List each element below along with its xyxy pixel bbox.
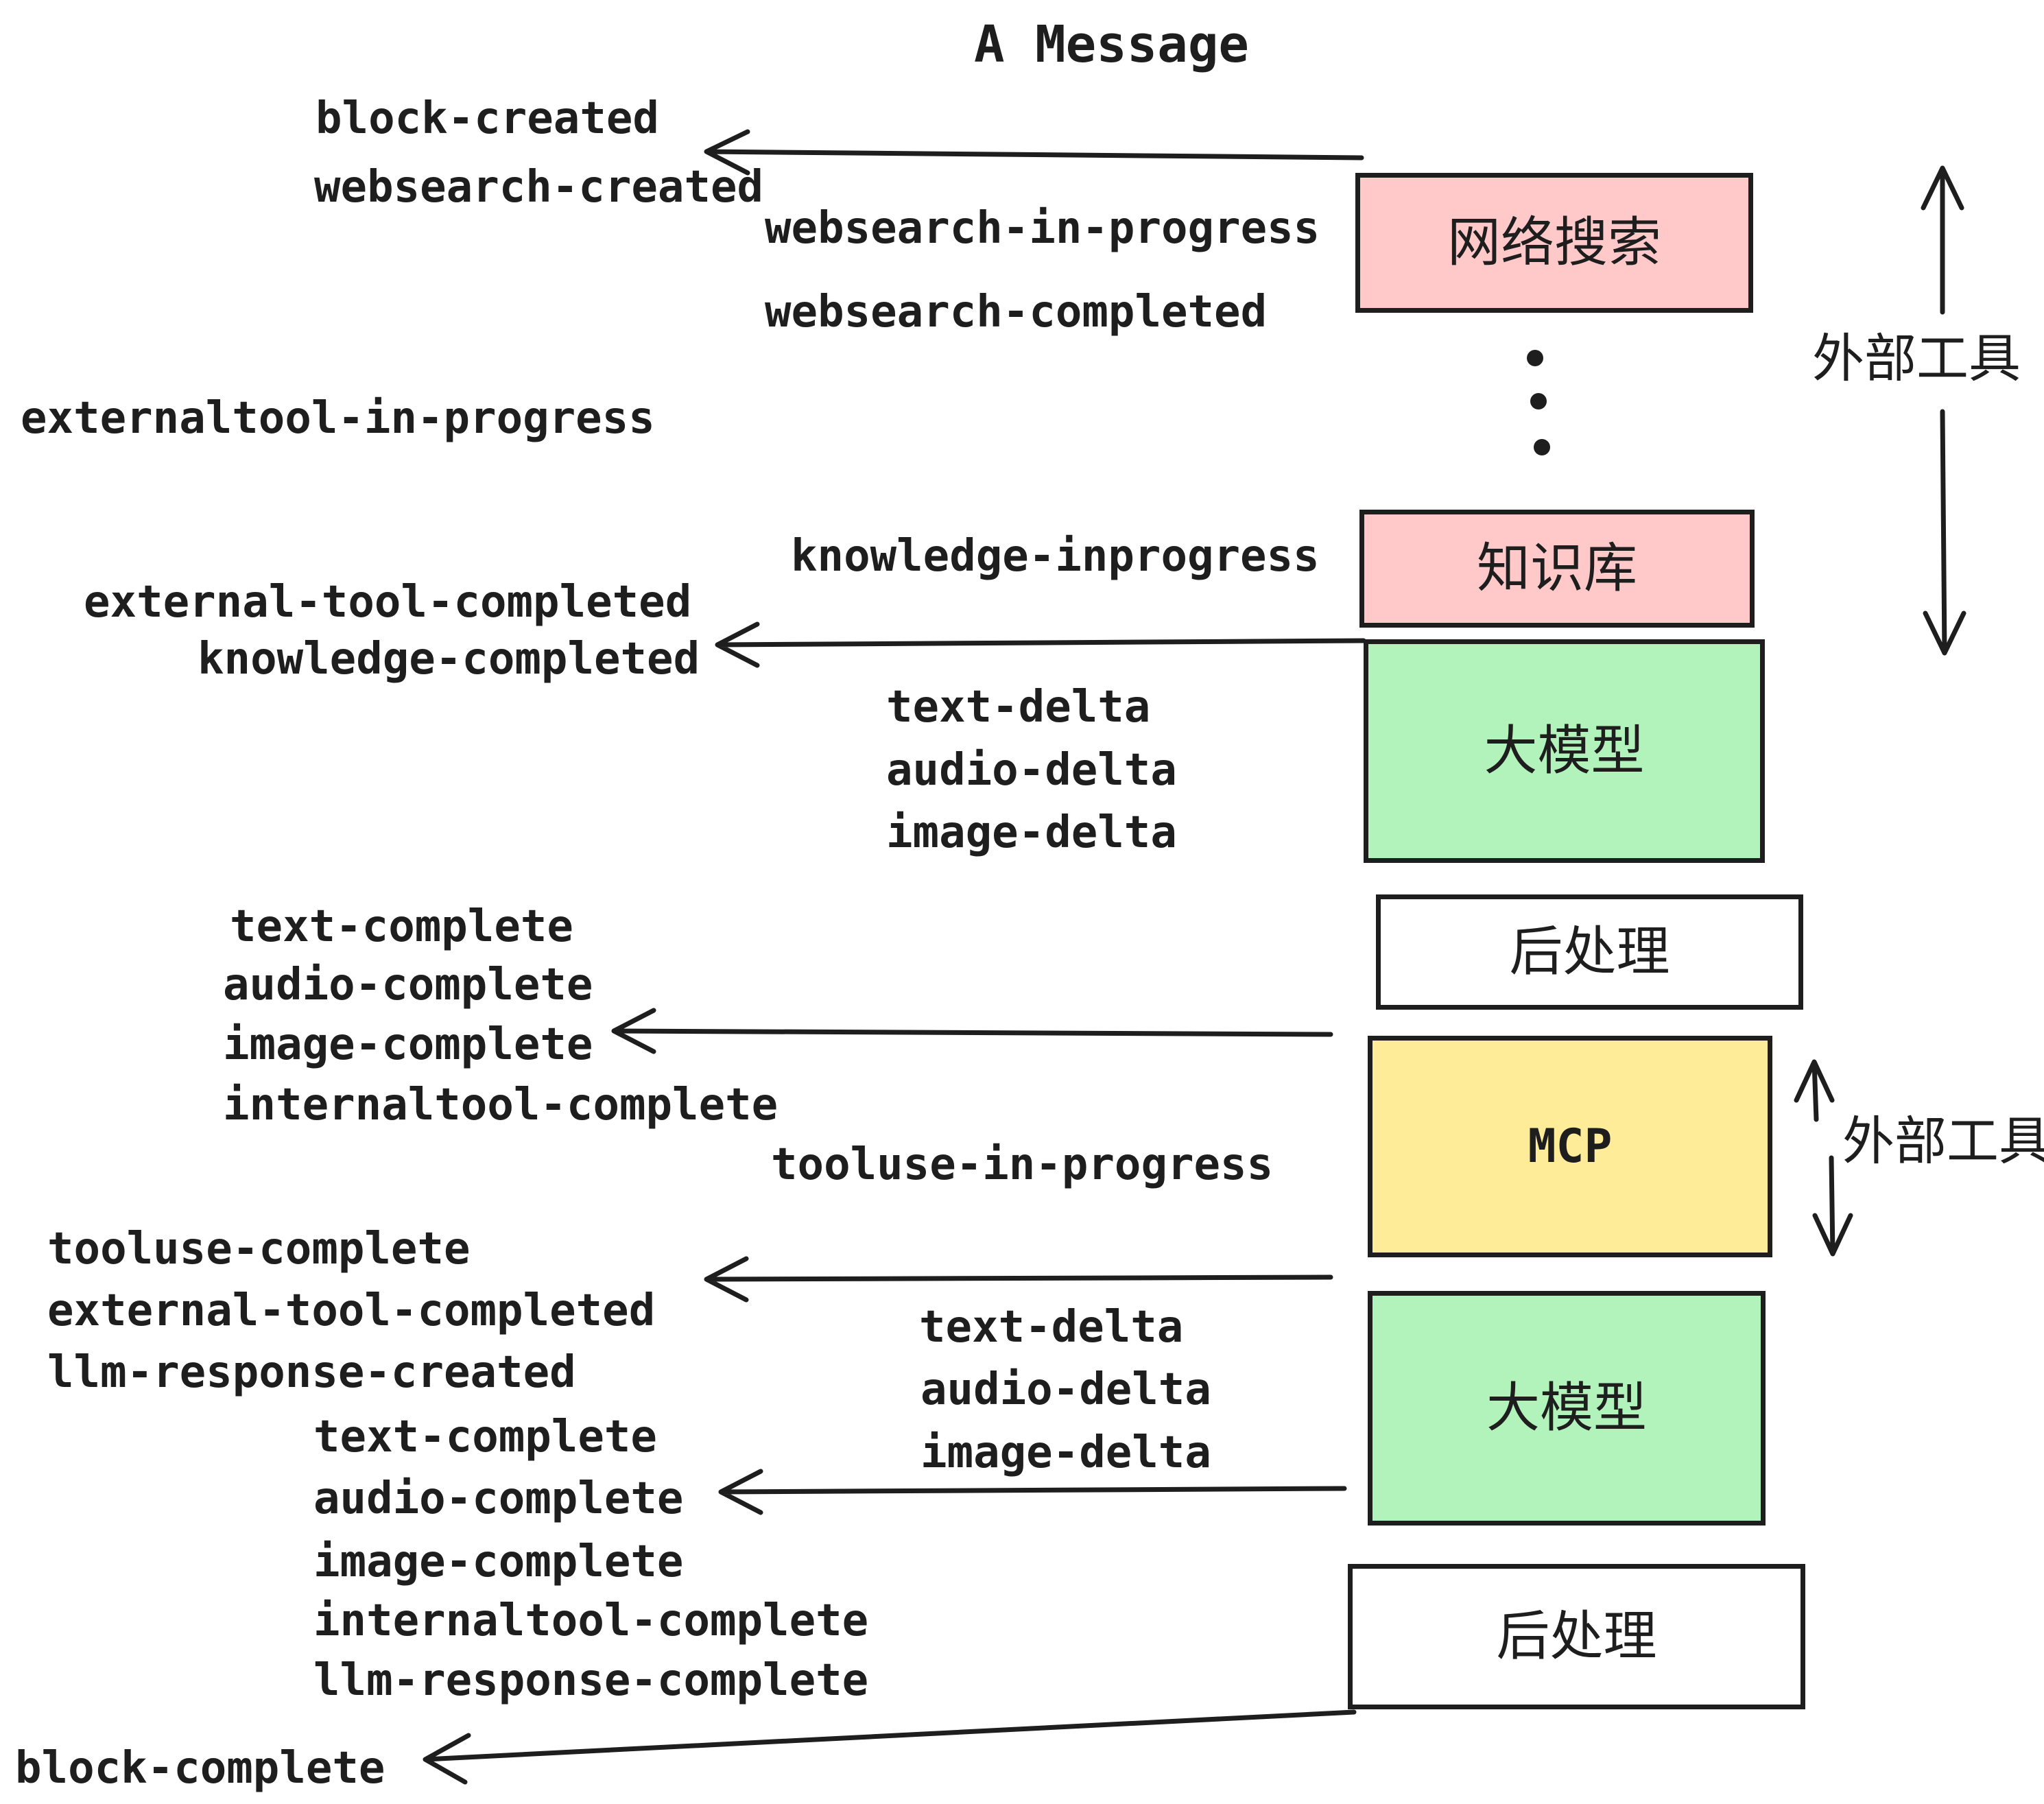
event-block-created: block-created xyxy=(316,93,659,144)
event-knowledge-completed: knowledge-completed xyxy=(198,634,700,685)
box-postprocess-1: 后处理 xyxy=(1376,894,1803,1010)
event-text-complete: text-complete xyxy=(230,901,573,952)
external-tools-label-2: 外部工具 xyxy=(1842,1111,2044,1172)
box-postprocess-2: 后处理 xyxy=(1348,1564,1805,1709)
event-llm-response-created: llm-response-created xyxy=(47,1347,576,1398)
event-llm-response-complete: llm-response-complete xyxy=(313,1655,869,1706)
arrow-llm-to-knowledge-completed xyxy=(715,621,1366,668)
box-postprocess-1-label: 后处理 xyxy=(1509,921,1670,983)
event-knowledge-inprogress: knowledge-inprogress xyxy=(791,531,1320,582)
box-web-search-label: 网络搜索 xyxy=(1447,212,1661,274)
event-audio-delta: audio-delta xyxy=(886,745,1177,796)
event-text-delta-2: text-delta xyxy=(919,1302,1184,1353)
event-image-delta: image-delta xyxy=(886,807,1177,858)
event-text-delta: text-delta xyxy=(886,682,1151,733)
arrow-postprocess-to-image-complete xyxy=(611,1008,1333,1054)
box-llm-1: 大模型 xyxy=(1364,639,1765,863)
arrow-external-tools-down xyxy=(1923,409,1966,656)
box-knowledge-base: 知识库 xyxy=(1359,510,1755,628)
event-tooluse-complete: tooluse-complete xyxy=(47,1224,471,1274)
box-web-search: 网络搜索 xyxy=(1355,173,1753,313)
arrow-external-tools2-up xyxy=(1794,1059,1835,1122)
event-image-delta-2: image-delta xyxy=(920,1427,1211,1478)
diagram-title: A Message xyxy=(974,15,1249,74)
arrow-mcp-to-tooluse-complete xyxy=(704,1256,1333,1303)
event-audio-delta-2: audio-delta xyxy=(920,1364,1211,1415)
box-postprocess-2-label: 后处理 xyxy=(1496,1606,1657,1667)
event-image-complete-2: image-complete xyxy=(313,1536,684,1587)
event-internaltool-complete-2: internaltool-complete xyxy=(313,1595,869,1646)
event-external-tool-completed: external-tool-completed xyxy=(84,577,692,628)
arrow-external-tools2-down xyxy=(1812,1155,1853,1257)
arrow-postprocess2-to-block-complete xyxy=(423,1709,1357,1785)
event-audio-complete-2: audio-complete xyxy=(313,1473,684,1524)
box-knowledge-base-label: 知识库 xyxy=(1476,538,1637,600)
ellipsis-dots xyxy=(1527,350,1550,455)
event-block-complete: block-complete xyxy=(15,1743,385,1794)
event-tooluse-in-progress: tooluse-in-progress xyxy=(771,1139,1274,1190)
event-internaltool-complete: internaltool-complete xyxy=(223,1080,779,1130)
event-externaltool-in-progress: externaltool-in-progress xyxy=(21,393,655,444)
box-llm-2-label: 大模型 xyxy=(1486,1377,1647,1439)
event-audio-complete: audio-complete xyxy=(223,960,593,1010)
arrow-external-tools-up xyxy=(1921,165,1964,315)
event-websearch-in-progress: websearch-in-progress xyxy=(765,203,1320,254)
external-tools-label-1: 外部工具 xyxy=(1812,328,2021,389)
box-llm-1-label: 大模型 xyxy=(1484,720,1645,782)
box-mcp: MCP xyxy=(1368,1036,1772,1257)
box-mcp-label: MCP xyxy=(1528,1119,1613,1174)
box-llm-2: 大模型 xyxy=(1368,1291,1766,1526)
arrow-websearch-to-block-created xyxy=(704,129,1364,176)
event-websearch-completed: websearch-completed xyxy=(765,287,1268,337)
event-websearch-created: websearch-created xyxy=(314,162,764,213)
event-text-complete-2: text-complete xyxy=(313,1412,657,1462)
event-external-tool-completed-2: external-tool-completed xyxy=(47,1285,656,1336)
event-image-complete: image-complete xyxy=(223,1019,593,1070)
